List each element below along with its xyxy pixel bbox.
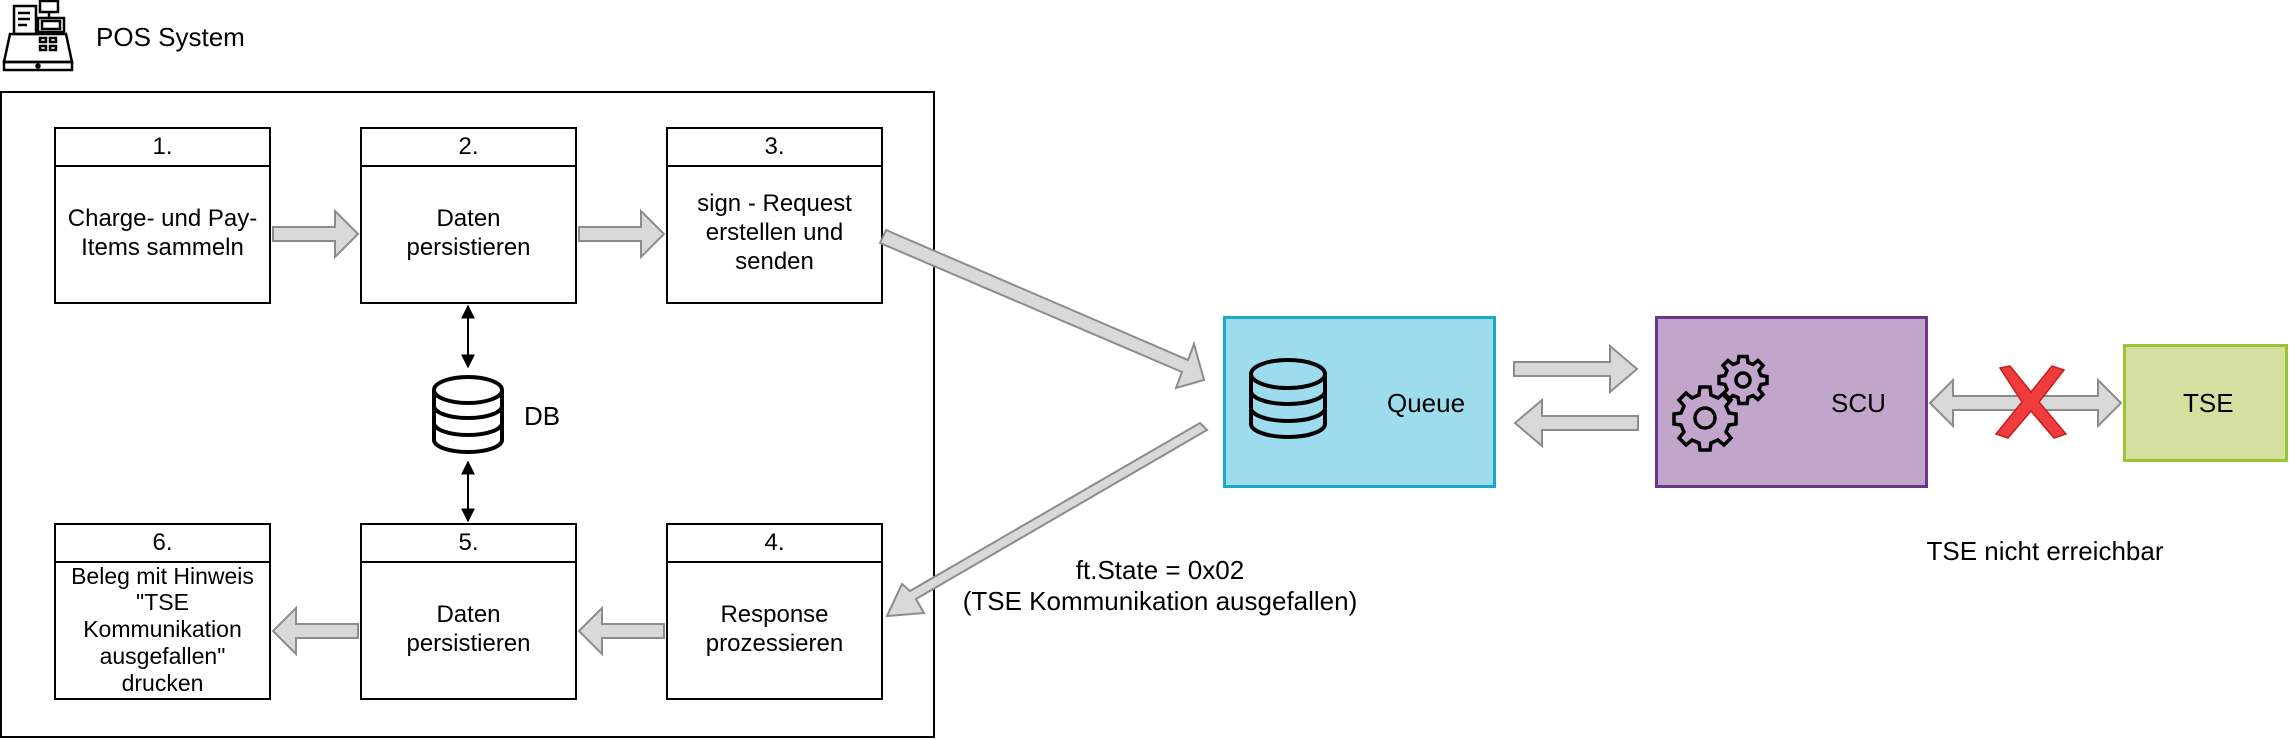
arrow-step3-to-queue	[878, 228, 1206, 390]
connection-failed-cross-icon	[1994, 365, 2068, 439]
tse-box: TSE	[2123, 344, 2288, 462]
queue-database-icon	[1249, 358, 1327, 439]
step-4-number: 4.	[668, 525, 881, 563]
arrow-scu-to-queue	[1513, 397, 1639, 449]
step-1: 1. Charge- und Pay-Items sammeln	[54, 127, 271, 304]
arrow-step2-to-step3	[578, 208, 666, 260]
step-3-number: 3.	[668, 129, 881, 167]
step-2-number: 2.	[362, 129, 575, 167]
step-6-number: 6.	[56, 525, 269, 563]
db-label: DB	[524, 401, 561, 431]
scu-label: SCU	[1831, 388, 1886, 418]
cash-register-icon	[2, 0, 74, 72]
arrow-queue-to-step4	[885, 421, 1209, 618]
state-annotation: ft.State = 0x02 (TSE Kommunikation ausge…	[940, 555, 1380, 617]
step-1-text: Charge- und Pay-Items sammeln	[67, 204, 258, 261]
page-title: POS System	[96, 22, 245, 52]
tse-label: TSE	[2183, 388, 2234, 418]
step-1-number: 1.	[56, 129, 269, 167]
arrow-step5-to-step6	[271, 605, 359, 657]
queue-label: Queue	[1387, 388, 1466, 418]
state-line-1: ft.State = 0x02	[1075, 555, 1245, 585]
pos-system-frame	[0, 91, 935, 738]
gears-icon	[1672, 354, 1769, 452]
arrow-step4-to-step5	[577, 605, 665, 657]
step-5-number: 5.	[362, 525, 575, 563]
tse-unreachable-label: TSE nicht erreichbar	[1926, 536, 2164, 566]
scu-box: SCU	[1655, 316, 1928, 488]
state-line-2: (TSE Kommunikation ausgefallen)	[962, 586, 1358, 616]
database-icon	[432, 375, 504, 454]
arrow-queue-to-scu	[1513, 343, 1639, 395]
arrow-step1-to-step2	[272, 208, 360, 260]
